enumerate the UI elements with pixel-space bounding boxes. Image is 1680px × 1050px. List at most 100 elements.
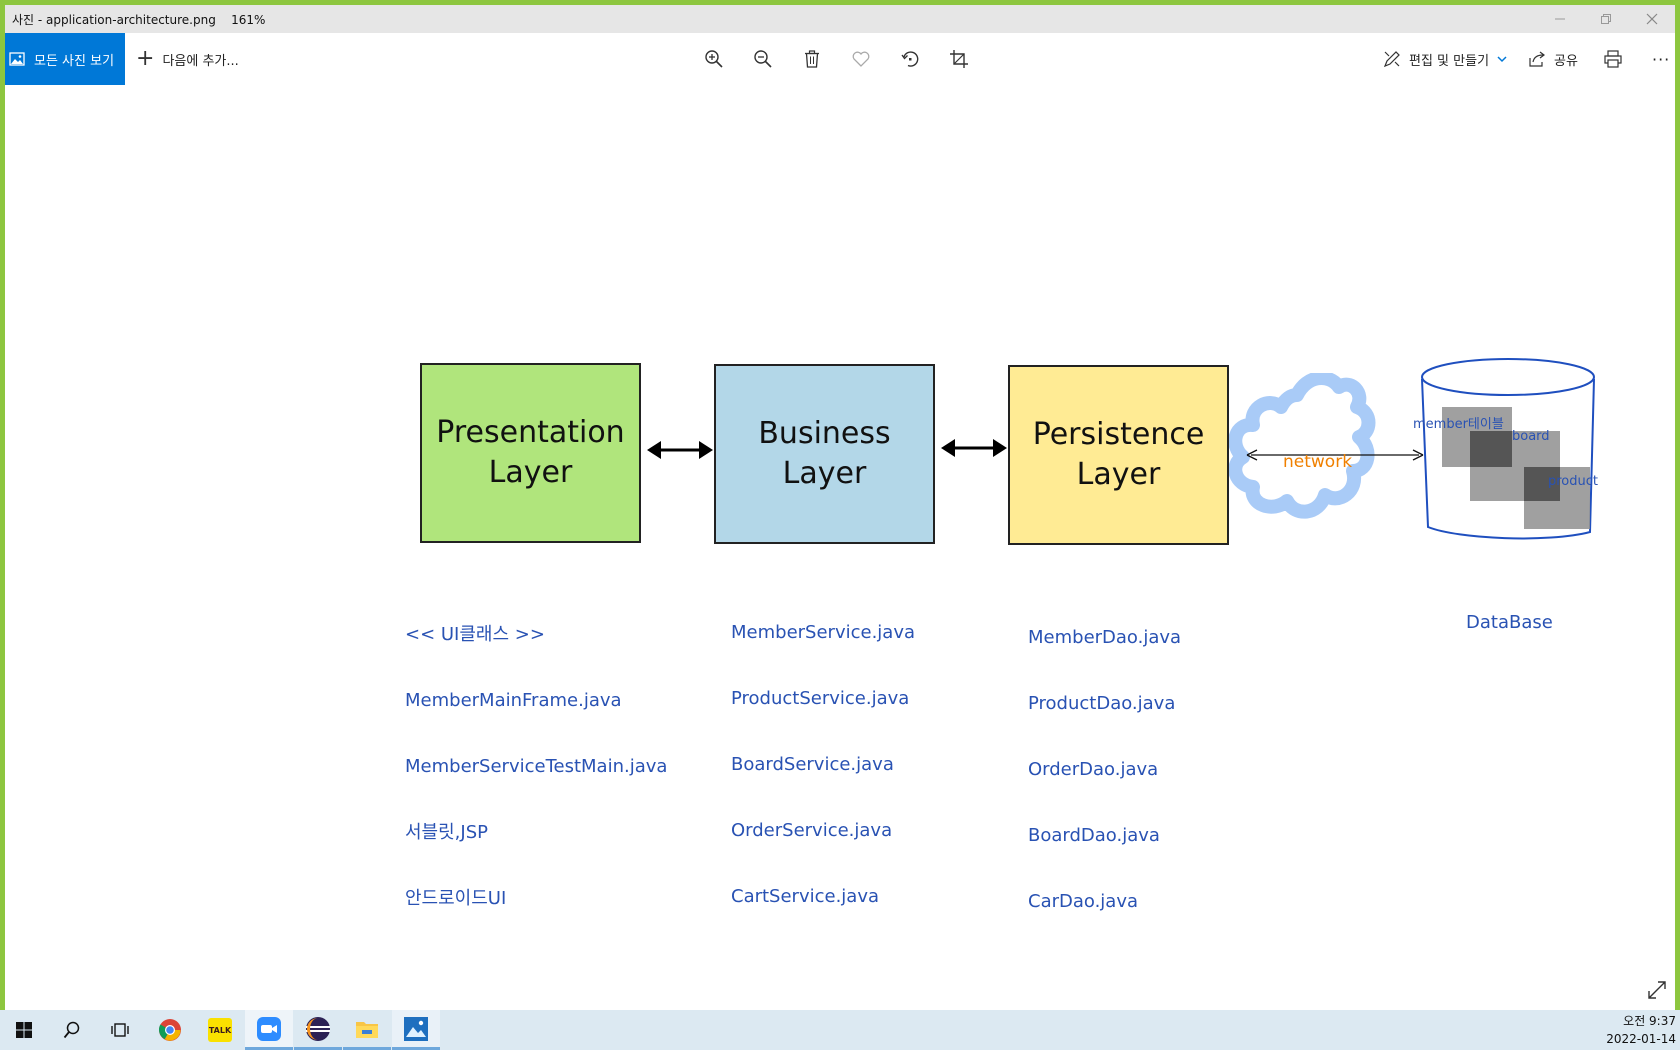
list-item: OrderService.java <box>731 820 893 841</box>
title-bar: 사진 - application-architecture.png 161% <box>5 5 1675 33</box>
more-label: ··· <box>1652 49 1671 69</box>
zoom-icon <box>257 1016 281 1041</box>
kakaotalk-icon: TALK <box>208 1018 232 1042</box>
view-all-photos-label: 모든 사진 보기 <box>34 53 115 69</box>
db-table-product: product <box>1548 474 1599 489</box>
list-item: BoardDao.java <box>1028 825 1160 846</box>
print-button[interactable] <box>1599 45 1627 73</box>
taskbar-app-zoom[interactable] <box>245 1010 293 1050</box>
list-item: MemberService.java <box>731 622 915 643</box>
list-item: OrderDao.java <box>1028 759 1159 780</box>
network-cloud-icon <box>1229 373 1376 519</box>
business-class-list: MemberService.java ProductService.java B… <box>731 578 915 952</box>
list-item: 서블릿,JSP <box>405 822 488 843</box>
expand-icon <box>1648 981 1666 999</box>
eclipse-icon <box>306 1016 330 1041</box>
file-explorer-icon <box>356 1021 378 1038</box>
share-label: 공유 <box>1554 53 1578 69</box>
task-view-icon <box>111 1023 129 1037</box>
photos-icon <box>9 52 25 66</box>
list-item: MemberServiceTestMain.java <box>405 756 668 777</box>
business-layer-line2: Layer <box>782 456 867 491</box>
zoom-out-button[interactable] <box>749 45 777 73</box>
persistence-layer-line2: Layer <box>1076 457 1161 492</box>
minimize-button[interactable] <box>1537 5 1583 33</box>
share-button[interactable]: 공유 <box>1528 33 1578 85</box>
list-item: << UI클래스 >> <box>405 624 545 645</box>
restore-button[interactable] <box>1583 5 1629 33</box>
add-to-button[interactable]: + 다음에 추가... <box>136 33 239 85</box>
restore-icon <box>1601 14 1611 24</box>
list-item: MemberMainFrame.java <box>405 690 622 711</box>
rotate-button[interactable] <box>896 45 924 73</box>
presentation-layer-line1: Presentation <box>436 415 625 451</box>
system-clock[interactable]: 오전 9:37 2022-01-14 <box>1606 1012 1676 1048</box>
list-item: 안드로이드UI <box>405 888 507 909</box>
business-layer-line1: Business <box>758 416 891 452</box>
list-item: BoardService.java <box>731 754 894 775</box>
db-table-board: board <box>1512 429 1550 444</box>
list-item: MemberDao.java <box>1028 627 1182 648</box>
view-all-photos-button[interactable]: 모든 사진 보기 <box>5 33 125 85</box>
db-table-member: member테이블 <box>1413 417 1504 432</box>
minimize-icon <box>1555 18 1565 20</box>
close-icon <box>1646 13 1658 25</box>
task-view-button[interactable] <box>96 1010 144 1050</box>
edit-icon <box>1383 51 1400 68</box>
print-icon <box>1604 50 1622 68</box>
taskbar-app-kakaotalk[interactable]: TALK <box>196 1010 244 1050</box>
taskbar-app-chrome[interactable] <box>146 1010 194 1050</box>
window-title: 사진 - application-architecture.png 161% <box>12 13 266 27</box>
zoom-in-button[interactable] <box>700 45 728 73</box>
network-arrow <box>1246 449 1424 461</box>
taskbar-app-eclipse[interactable] <box>294 1010 342 1050</box>
trash-icon <box>805 50 819 68</box>
database-cylinder-icon <box>1421 358 1595 540</box>
clock-date: 2022-01-14 <box>1606 1032 1676 1046</box>
taskbar: TALK 오전 9:37 2022-01-14 <box>0 1010 1680 1050</box>
zoom-out-icon <box>754 50 772 68</box>
heart-icon <box>852 51 870 67</box>
plus-icon: + <box>136 46 155 71</box>
arrow-business-persistence <box>941 439 1007 457</box>
add-to-label: 다음에 추가... <box>162 53 239 69</box>
start-icon <box>16 1022 32 1038</box>
persistence-layer-line1: Persistence <box>1032 417 1205 453</box>
network-label: network <box>1283 452 1353 472</box>
arrow-presentation-business <box>647 441 713 459</box>
taskbar-search-button[interactable] <box>48 1010 96 1050</box>
persistence-class-list: MemberDao.java ProductDao.java OrderDao.… <box>1028 583 1181 957</box>
start-button[interactable] <box>0 1010 48 1050</box>
list-item: CartService.java <box>731 886 880 907</box>
more-button[interactable]: ··· <box>1652 33 1670 85</box>
share-icon <box>1529 51 1545 67</box>
taskbar-app-file-explorer[interactable] <box>343 1010 391 1050</box>
zoom-in-icon <box>705 50 723 68</box>
list-item: CarDao.java <box>1028 891 1139 912</box>
toolbar: 모든 사진 보기 + 다음에 추가... 편집 및 만들기 <box>5 33 1675 85</box>
chevron-down-icon <box>1497 56 1507 63</box>
search-icon <box>63 1021 80 1039</box>
full-screen-button[interactable] <box>1645 978 1669 1002</box>
taskbar-app-photos[interactable] <box>392 1010 440 1050</box>
edit-create-label: 편집 및 만들기 <box>1409 53 1490 69</box>
edit-create-button[interactable]: 편집 및 만들기 <box>1383 33 1507 85</box>
photos-window: 사진 - application-architecture.png 161% 모… <box>5 5 1675 1010</box>
rotate-icon <box>901 51 919 67</box>
list-item: ProductDao.java <box>1028 693 1176 714</box>
crop-button[interactable] <box>945 45 973 73</box>
close-button[interactable] <box>1629 5 1675 33</box>
presentation-layer-line2: Layer <box>488 455 573 490</box>
photos-app-icon <box>404 1016 428 1041</box>
list-item: ProductService.java <box>731 688 910 709</box>
database-label: DataBase <box>1466 612 1553 633</box>
favorite-button[interactable] <box>847 45 875 73</box>
clock-time: 오전 9:37 <box>1623 1014 1676 1028</box>
delete-button[interactable] <box>798 45 826 73</box>
chrome-icon <box>158 1019 181 1041</box>
presentation-class-list: << UI클래스 >> MemberMainFrame.java MemberS… <box>405 580 667 954</box>
